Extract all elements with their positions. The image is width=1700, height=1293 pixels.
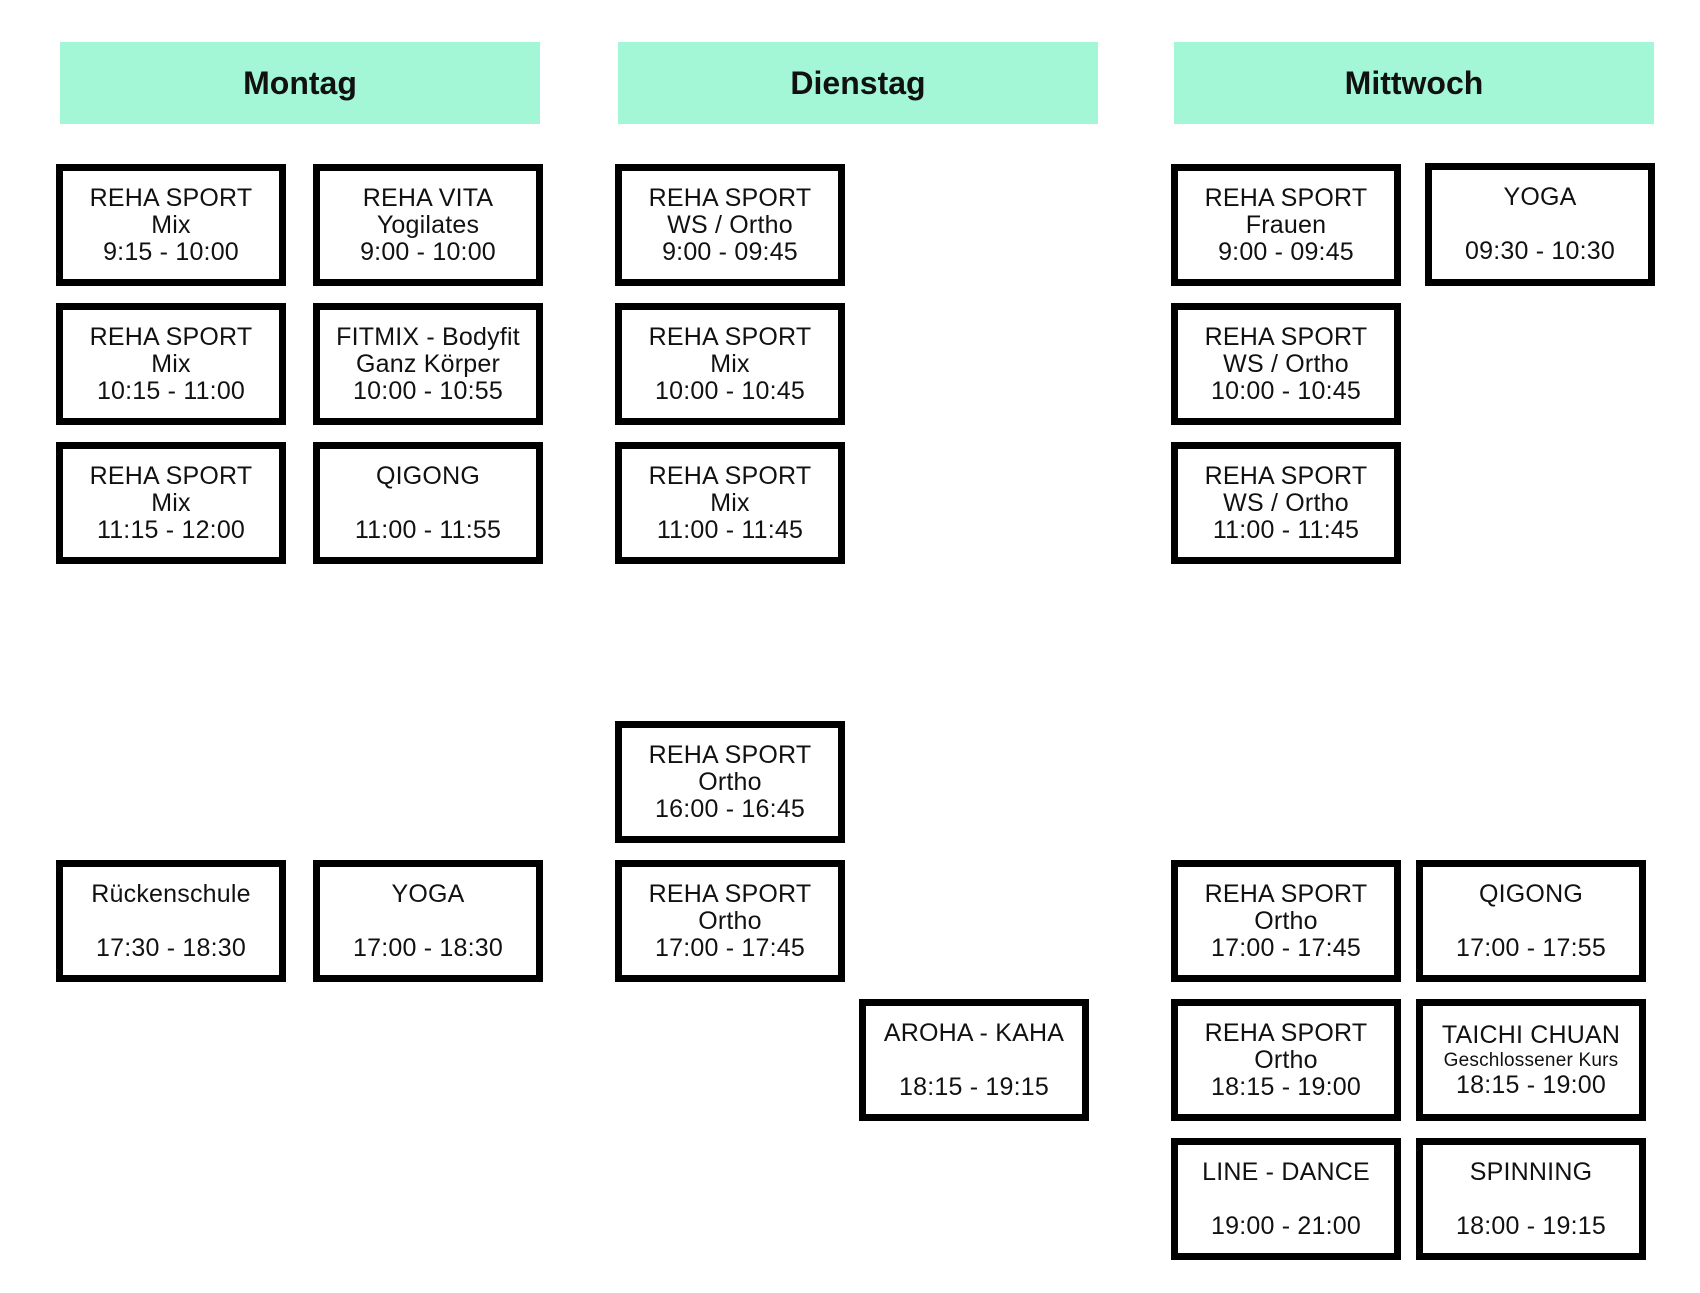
class-subtitle: Mix [151, 210, 191, 239]
class-time: 18:00 - 19:15 [1456, 1211, 1606, 1240]
class-card[interactable]: TAICHI CHUAN Geschlossener Kurs 18:15 - … [1416, 999, 1646, 1121]
class-time: 18:15 - 19:15 [899, 1072, 1049, 1101]
class-time: 09:30 - 10:30 [1465, 237, 1615, 265]
class-card[interactable]: SPINNING 18:00 - 19:15 [1416, 1138, 1646, 1260]
class-card[interactable]: REHA SPORT Mix 11:00 - 11:45 [615, 442, 845, 564]
class-title: REHA SPORT [89, 461, 253, 490]
class-card[interactable]: YOGA 09:30 - 10:30 [1425, 163, 1655, 286]
class-title: YOGA [1503, 183, 1577, 211]
day-header-label: Dienstag [790, 64, 926, 101]
class-card[interactable]: REHA SPORT Mix 9:15 - 10:00 [56, 164, 286, 286]
class-title: REHA SPORT [648, 183, 812, 212]
class-title: REHA SPORT [1204, 879, 1368, 908]
class-card[interactable]: AROHA - KAHA 18:15 - 19:15 [859, 999, 1089, 1121]
class-card[interactable]: REHA SPORT Frauen 9:00 - 09:45 [1171, 164, 1401, 286]
class-time: 17:00 - 18:30 [353, 933, 503, 962]
class-time: 16:00 - 16:45 [655, 794, 805, 823]
class-time: 17:00 - 17:55 [1456, 933, 1606, 962]
class-title: REHA SPORT [648, 879, 812, 908]
class-subtitle: Ganz Körper [356, 349, 500, 378]
class-time: 9:00 - 09:45 [662, 237, 798, 266]
class-title: LINE - DANCE [1202, 1157, 1370, 1186]
class-time: 11:00 - 11:45 [656, 515, 804, 544]
class-title: REHA SPORT [1204, 461, 1368, 490]
class-subtitle: Mix [710, 488, 750, 517]
class-time: 9:00 - 09:45 [1218, 237, 1354, 266]
day-header-label: Mittwoch [1344, 64, 1484, 101]
class-card[interactable]: REHA SPORT Ortho 18:15 - 19:00 [1171, 999, 1401, 1121]
day-header-montag: Montag [60, 42, 540, 124]
class-time: 10:00 - 10:45 [655, 376, 805, 405]
class-subtitle: Ortho [1254, 1045, 1318, 1074]
class-time: 9:00 - 10:00 [360, 237, 496, 266]
class-card[interactable]: REHA SPORT Ortho 16:00 - 16:45 [615, 721, 845, 843]
class-card[interactable]: REHA SPORT Mix 10:00 - 10:45 [615, 303, 845, 425]
class-time: 10:00 - 10:45 [1211, 376, 1361, 405]
class-time: 10:15 - 11:00 [96, 376, 246, 405]
class-subtitle: Ortho [698, 767, 762, 796]
class-title: SPINNING [1469, 1157, 1593, 1186]
class-card[interactable]: YOGA 17:00 - 18:30 [313, 860, 543, 982]
class-title: REHA SPORT [648, 740, 812, 769]
class-title: AROHA - KAHA [883, 1018, 1065, 1047]
class-title: QIGONG [1479, 879, 1583, 908]
day-header-dienstag: Dienstag [618, 42, 1098, 124]
class-card[interactable]: LINE - DANCE 19:00 - 21:00 [1171, 1138, 1401, 1260]
class-title: REHA SPORT [648, 461, 812, 490]
class-time: 17:30 - 18:30 [96, 933, 246, 962]
class-card[interactable]: REHA SPORT Mix 10:15 - 11:00 [56, 303, 286, 425]
class-subtitle: Ortho [1254, 906, 1318, 935]
class-time: 18:15 - 19:00 [1211, 1072, 1361, 1101]
class-subtitle: WS / Ortho [1223, 488, 1349, 517]
day-header-label: Montag [243, 64, 357, 101]
class-subtitle: WS / Ortho [1223, 349, 1349, 378]
class-time: 19:00 - 21:00 [1211, 1211, 1361, 1240]
class-time: 17:00 - 17:45 [1211, 933, 1361, 962]
class-subtitle: Mix [151, 349, 191, 378]
class-card[interactable]: REHA SPORT WS / Ortho 10:00 - 10:45 [1171, 303, 1401, 425]
class-card[interactable]: REHA VITA Yogilates 9:00 - 10:00 [313, 164, 543, 286]
class-time: 11:00 - 11:45 [1212, 515, 1360, 544]
class-time: 11:00 - 11:55 [354, 515, 502, 544]
class-time: 18:15 - 19:00 [1456, 1070, 1606, 1099]
class-title: REHA SPORT [89, 183, 253, 212]
class-title: REHA SPORT [1204, 322, 1368, 351]
class-card[interactable]: QIGONG 17:00 - 17:55 [1416, 860, 1646, 982]
class-card[interactable]: REHA SPORT WS / Ortho 9:00 - 09:45 [615, 164, 845, 286]
class-title: QIGONG [376, 461, 480, 490]
class-card[interactable]: Rückenschule 17:30 - 18:30 [56, 860, 286, 982]
class-card[interactable]: FITMIX - Bodyfit Ganz Körper 10:00 - 10:… [313, 303, 543, 425]
class-card[interactable]: REHA SPORT Mix 11:15 - 12:00 [56, 442, 286, 564]
class-subtitle: Geschlossener Kurs [1443, 1049, 1619, 1071]
class-time: 9:15 - 10:00 [103, 237, 239, 266]
class-time: 10:00 - 10:55 [353, 376, 503, 405]
class-title: REHA SPORT [89, 322, 253, 351]
class-title: YOGA [391, 879, 465, 908]
class-card[interactable]: REHA SPORT Ortho 17:00 - 17:45 [615, 860, 845, 982]
class-title: Rückenschule [91, 879, 251, 908]
class-subtitle: Ortho [698, 906, 762, 935]
class-title: REHA SPORT [1204, 183, 1368, 212]
class-subtitle: Yogilates [376, 210, 480, 239]
class-time: 17:00 - 17:45 [655, 933, 805, 962]
class-subtitle: Frauen [1245, 210, 1327, 239]
class-subtitle: WS / Ortho [667, 210, 793, 239]
class-title: TAICHI CHUAN [1441, 1020, 1621, 1049]
class-title: REHA VITA [362, 183, 494, 212]
day-header-mittwoch: Mittwoch [1174, 42, 1654, 124]
class-card[interactable]: REHA SPORT Ortho 17:00 - 17:45 [1171, 860, 1401, 982]
class-card[interactable]: QIGONG 11:00 - 11:55 [313, 442, 543, 564]
class-title: REHA SPORT [1204, 1018, 1368, 1047]
class-subtitle: Mix [151, 488, 191, 517]
class-time: 11:15 - 12:00 [96, 515, 246, 544]
class-subtitle: Mix [710, 349, 750, 378]
class-card[interactable]: REHA SPORT WS / Ortho 11:00 - 11:45 [1171, 442, 1401, 564]
class-title: FITMIX - Bodyfit [336, 322, 520, 351]
class-title: REHA SPORT [648, 322, 812, 351]
